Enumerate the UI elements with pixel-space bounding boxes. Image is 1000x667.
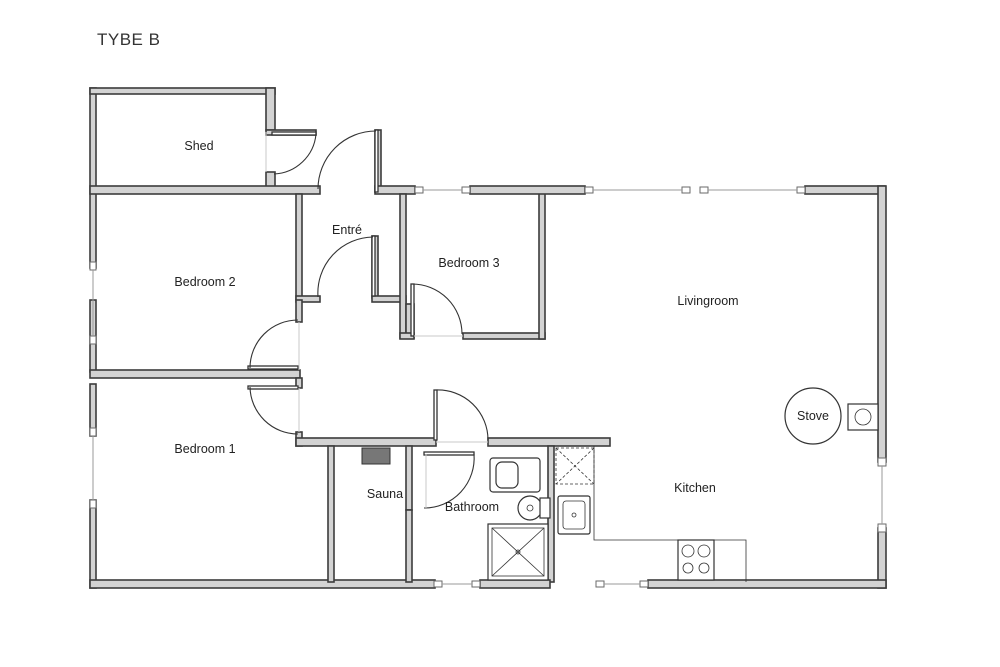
room-label-bathroom: Bathroom <box>445 500 499 514</box>
room-label-livingroom: Livingroom <box>677 294 738 308</box>
kitchen-cabinet <box>555 447 595 485</box>
room-label-entry: Entré <box>332 223 362 237</box>
cooktop <box>677 539 715 581</box>
chimney <box>847 403 879 431</box>
room-label-kitchen: Kitchen <box>674 481 716 495</box>
room-label-shed: Shed <box>184 139 213 153</box>
stove: Stove <box>784 387 842 445</box>
fixtures: Stove <box>361 387 879 582</box>
windows <box>89 186 887 588</box>
room-label-sauna: Sauna <box>367 487 403 501</box>
toilet <box>489 457 541 493</box>
plan-title: TYBE B <box>97 30 161 49</box>
doors <box>247 129 489 509</box>
room-label-bedroom-3: Bedroom 3 <box>438 256 499 270</box>
room-label-bedroom-2: Bedroom 2 <box>174 275 235 289</box>
stove-label: Stove <box>797 409 829 423</box>
sauna-heater <box>361 447 391 465</box>
kitchen-sink <box>557 495 591 535</box>
shower <box>487 523 549 581</box>
room-label-bedroom-1: Bedroom 1 <box>174 442 235 456</box>
room-labels: Shed Entré Bedroom 2 Bedroom 3 Livingroo… <box>174 139 738 514</box>
bathroom-sink <box>517 495 551 521</box>
